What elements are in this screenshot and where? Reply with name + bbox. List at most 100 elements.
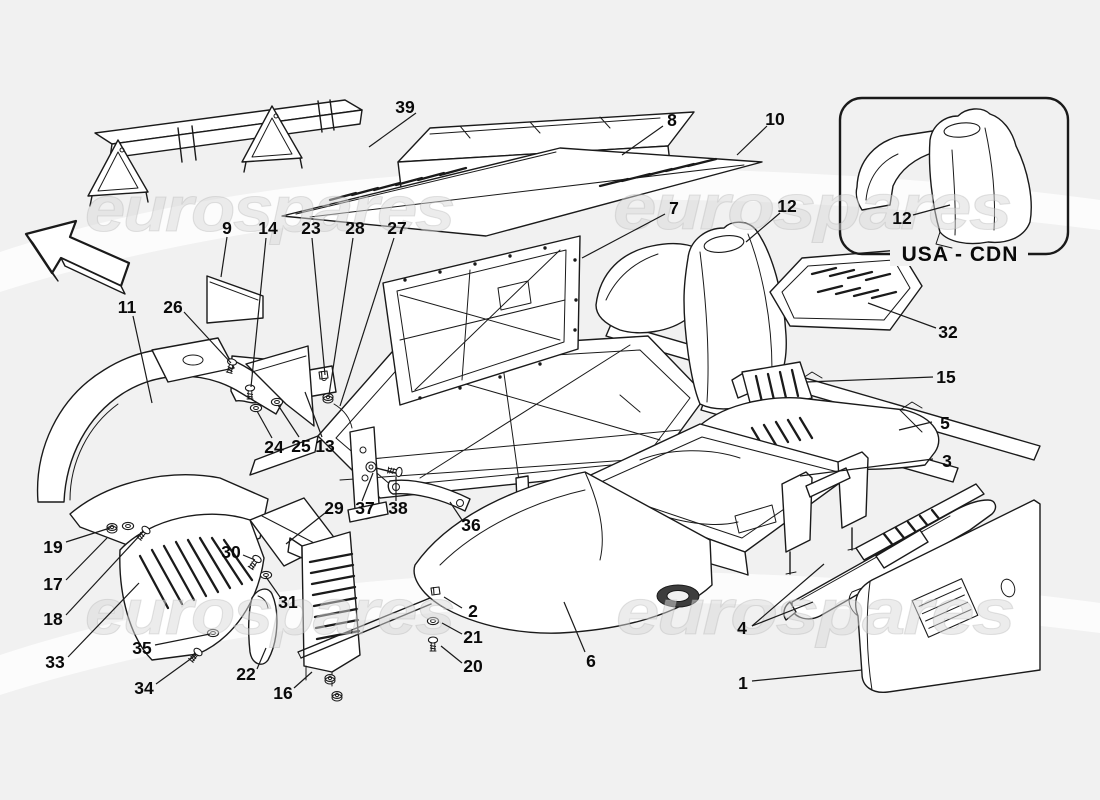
leader-line xyxy=(328,237,354,396)
leader-line xyxy=(751,563,825,627)
part-number-label: 3 xyxy=(942,451,952,471)
watermark-text: eurospares xyxy=(616,576,1013,648)
part-number-label: 14 xyxy=(258,218,278,238)
callout-14: 14 xyxy=(250,218,278,388)
part-number-label: 23 xyxy=(301,218,321,238)
part-number-label: 5 xyxy=(940,413,950,433)
leader-line xyxy=(256,647,267,670)
leader-line xyxy=(736,125,768,156)
callout-31: 31 xyxy=(265,576,298,612)
part-number-label: 19 xyxy=(43,537,63,557)
part-number-label: 25 xyxy=(291,436,311,456)
part-number-label: 2 xyxy=(468,601,478,621)
part-number-label: 17 xyxy=(43,574,62,594)
callout-10: 10 xyxy=(736,109,785,156)
part-33-grille-liner xyxy=(119,513,265,661)
part-number-label: 13 xyxy=(315,436,335,456)
watermark-text: eurospares xyxy=(85,576,453,648)
part-16-grille-panel xyxy=(287,531,361,687)
leader-line xyxy=(311,237,326,376)
leader-line xyxy=(265,576,281,598)
direction-arrow xyxy=(24,219,131,295)
leader-line xyxy=(751,601,814,627)
callout-25: 25 xyxy=(277,404,311,456)
part-22-strip xyxy=(247,588,278,665)
leader-line xyxy=(183,311,232,364)
leader-line xyxy=(285,512,326,545)
part-number-label: 8 xyxy=(667,110,677,130)
part-number-label: 35 xyxy=(132,638,152,658)
callout-38: 38 xyxy=(388,477,408,518)
callout-29: 29 xyxy=(285,498,344,545)
part-number-label: 21 xyxy=(463,627,483,647)
part-number-label: 16 xyxy=(273,683,293,703)
part-number-label: 12 xyxy=(892,208,912,228)
leader-line xyxy=(563,601,586,653)
part-number-label: 39 xyxy=(395,97,415,117)
leader-line xyxy=(67,582,140,658)
callout-36: 36 xyxy=(449,501,481,535)
callout-18: 18 xyxy=(43,532,143,629)
callout-22: 22 xyxy=(236,647,267,684)
leader-line xyxy=(449,501,463,521)
leader-line xyxy=(154,633,211,646)
callout-19: 19 xyxy=(43,527,111,557)
leader-line xyxy=(751,669,863,682)
part-32-grille-tray xyxy=(769,249,923,331)
leader-line xyxy=(304,391,323,438)
part-number-label: 18 xyxy=(43,609,63,629)
leader-line xyxy=(65,527,111,543)
part-number-label: 1 xyxy=(738,673,748,693)
part-number-label: 29 xyxy=(324,498,344,518)
leader-line xyxy=(132,315,153,404)
leader-line xyxy=(912,204,951,216)
part-number-label: 36 xyxy=(461,515,481,535)
part-number-label: 37 xyxy=(355,498,374,518)
callout-30: 30 xyxy=(221,542,256,562)
part-11-wheel-arch xyxy=(36,337,315,503)
callout-24: 24 xyxy=(256,410,284,457)
leader-line xyxy=(242,554,256,561)
callout-3: 3 xyxy=(799,451,952,477)
callout-15: 15 xyxy=(805,367,956,387)
part-number-label: 32 xyxy=(938,322,958,342)
leader-line xyxy=(220,236,228,278)
callout-23: 23 xyxy=(301,218,326,376)
callout-7: 7 xyxy=(581,198,679,259)
callout-21: 21 xyxy=(441,622,483,647)
callout-9: 9 xyxy=(220,218,232,278)
part-39-support-stand xyxy=(87,99,363,207)
callout-37: 37 xyxy=(355,472,375,518)
callout-8: 8 xyxy=(621,110,677,156)
leader-line xyxy=(867,302,937,329)
callout-4: 4 xyxy=(737,563,825,638)
part-number-label: 33 xyxy=(45,652,65,672)
leader-line xyxy=(440,645,463,664)
leader-line xyxy=(898,421,933,431)
callout-27: 27 xyxy=(339,218,407,407)
callout-6: 6 xyxy=(563,601,596,671)
part-number-label: 26 xyxy=(163,297,183,317)
leader-line xyxy=(441,622,463,635)
callout-12-main: 12 xyxy=(745,196,797,243)
leader-line xyxy=(368,112,417,148)
part-10-panel xyxy=(281,147,763,237)
leader-line xyxy=(256,410,273,439)
part-number-label: 31 xyxy=(278,592,298,612)
callout-5: 5 xyxy=(898,413,950,433)
part-number-label: 30 xyxy=(221,542,241,562)
part-number-label: 24 xyxy=(264,437,284,457)
part-number-label: 11 xyxy=(118,297,137,317)
part-number-label: 22 xyxy=(236,664,256,684)
leader-line xyxy=(250,237,267,388)
callout-16: 16 xyxy=(273,671,313,703)
leader-line xyxy=(581,213,666,259)
callout-20: 20 xyxy=(440,645,483,676)
part-number-label: 6 xyxy=(586,651,596,671)
callout-12-inset: 12 xyxy=(892,204,951,228)
inset-caption: USA - CDN xyxy=(902,243,1019,266)
part-number-label: 7 xyxy=(669,198,679,218)
part-12-cover xyxy=(595,221,787,413)
